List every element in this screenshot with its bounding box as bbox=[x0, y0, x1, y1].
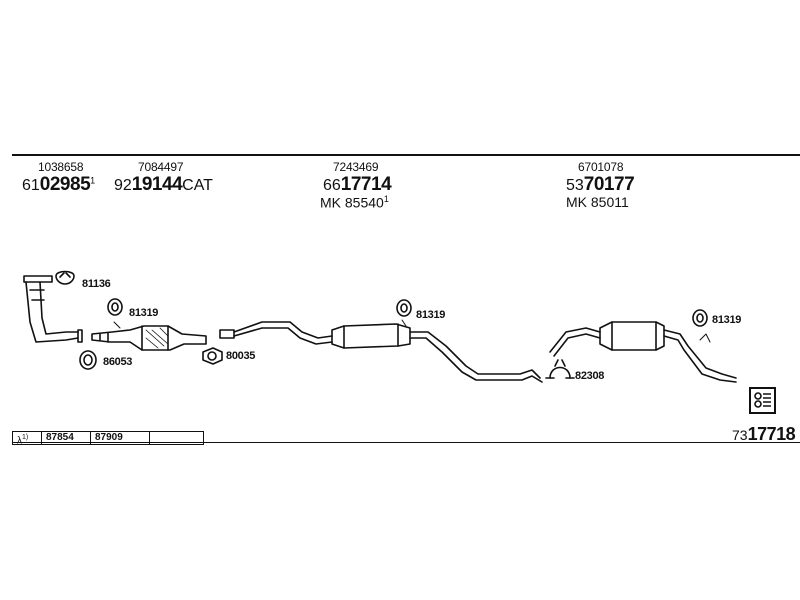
sensor-cell-1: 87854 bbox=[42, 432, 91, 444]
middle-silencer-part bbox=[331, 323, 411, 349]
centre-pipe-part bbox=[219, 321, 333, 345]
front-downpipe-part bbox=[23, 275, 83, 343]
part-ref-4: 6701078 bbox=[578, 160, 624, 174]
ring-81319-b-part bbox=[396, 299, 412, 327]
tailpipe-part bbox=[663, 329, 737, 383]
part-number-4: 5370177 bbox=[566, 174, 635, 195]
callout-81136: 81136 bbox=[82, 278, 111, 290]
gasket-80035-part bbox=[202, 347, 223, 365]
lambda-sensor-table: λ1) 87854 87909 bbox=[12, 431, 204, 446]
part-ref-3: 7243469 bbox=[333, 160, 379, 174]
ring-81319-a-part bbox=[107, 298, 123, 329]
callout-86053: 86053 bbox=[103, 356, 133, 368]
sensor-cell-2: 87909 bbox=[91, 432, 150, 444]
kit-number: 7317718 bbox=[732, 424, 796, 444]
ring-81319-c-part bbox=[692, 309, 708, 327]
gasket-81136-part bbox=[55, 270, 75, 285]
part-number-3: 6617714 bbox=[323, 174, 392, 195]
callout-82308: 82308 bbox=[575, 370, 605, 382]
catalytic-converter-part bbox=[91, 325, 207, 351]
exhaust-kit-logo-icon bbox=[749, 387, 776, 414]
lambda-symbol: λ1) bbox=[13, 432, 42, 446]
top-rule bbox=[12, 154, 800, 156]
mk-number-4: MK 85011 bbox=[566, 194, 629, 210]
rear-silencer-part bbox=[599, 321, 665, 351]
part-ref-1: 1038658 bbox=[38, 160, 84, 174]
gasket-86053-part bbox=[79, 350, 97, 370]
callout-80035: 80035 bbox=[226, 350, 256, 362]
part-number-1: 61029851 bbox=[22, 174, 96, 195]
rear-pipe-part bbox=[549, 327, 601, 357]
mk-number-3: MK 855401 bbox=[320, 194, 389, 211]
callout-81319-c: 81319 bbox=[712, 314, 742, 326]
part-number-2: 9219144CAT bbox=[114, 174, 213, 195]
part-ref-2: 7084497 bbox=[138, 160, 184, 174]
bottom-rule bbox=[12, 442, 800, 443]
callout-81319-b: 81319 bbox=[416, 309, 446, 321]
callout-81319-a: 81319 bbox=[129, 307, 159, 319]
intermediate-pipe-part bbox=[409, 331, 543, 383]
clamp-82308-part bbox=[545, 359, 575, 379]
